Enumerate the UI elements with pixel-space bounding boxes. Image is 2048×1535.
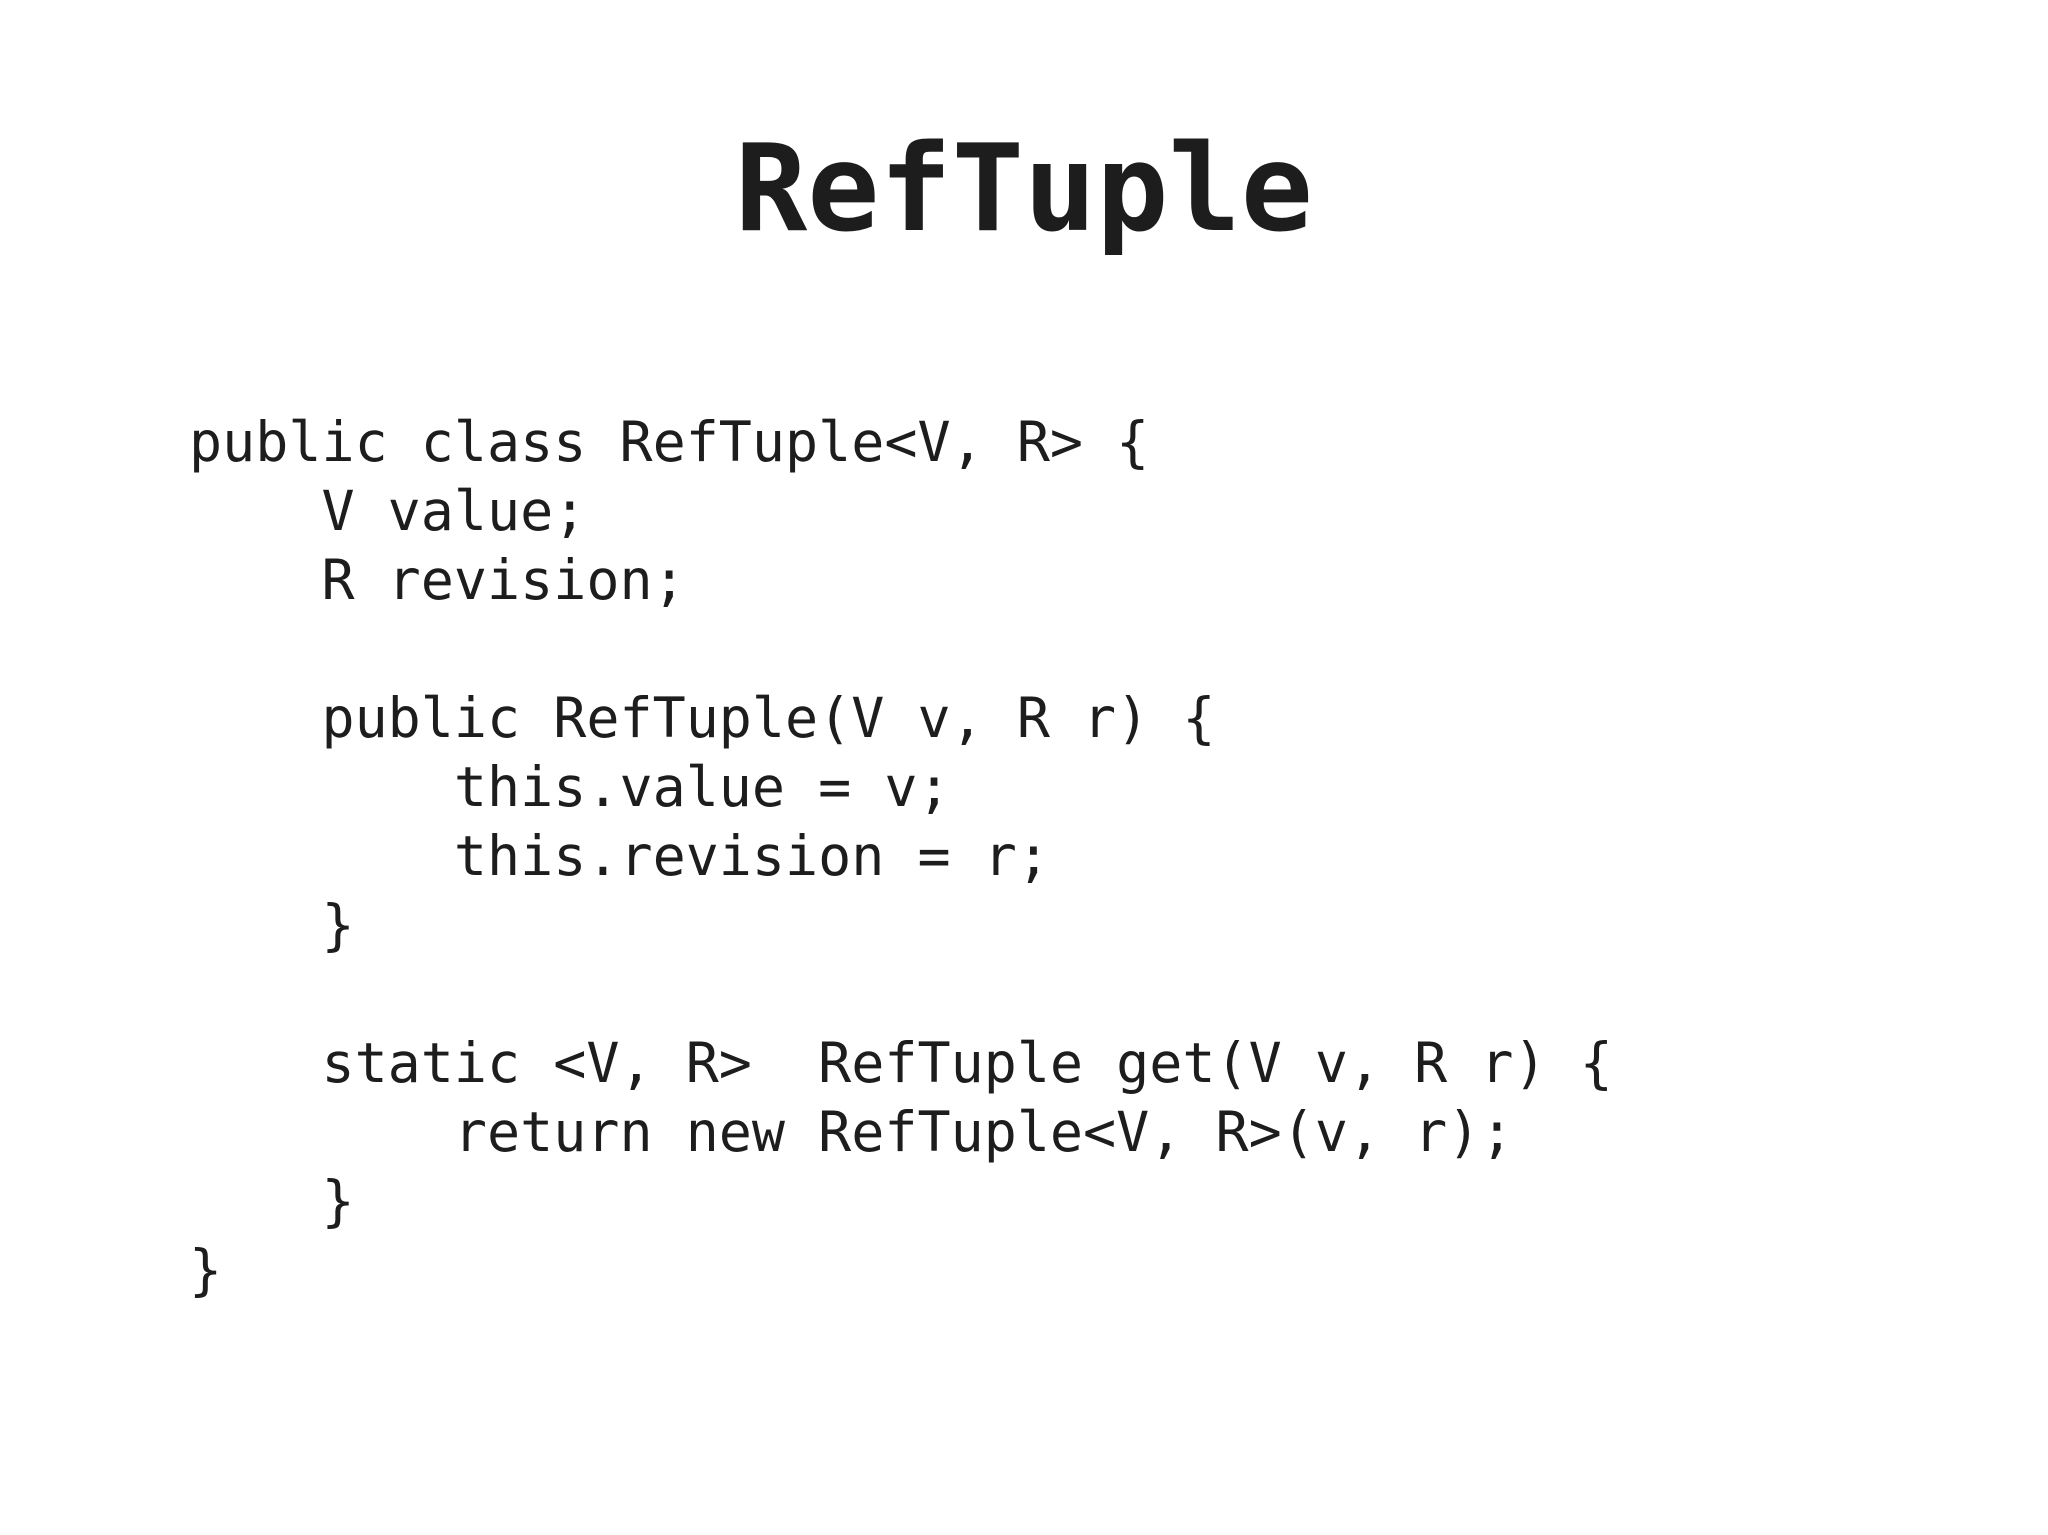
code-block: public class RefTuple<V, R> { V value; R… (189, 410, 1613, 1302)
slide-title: RefTuple (735, 120, 1313, 259)
